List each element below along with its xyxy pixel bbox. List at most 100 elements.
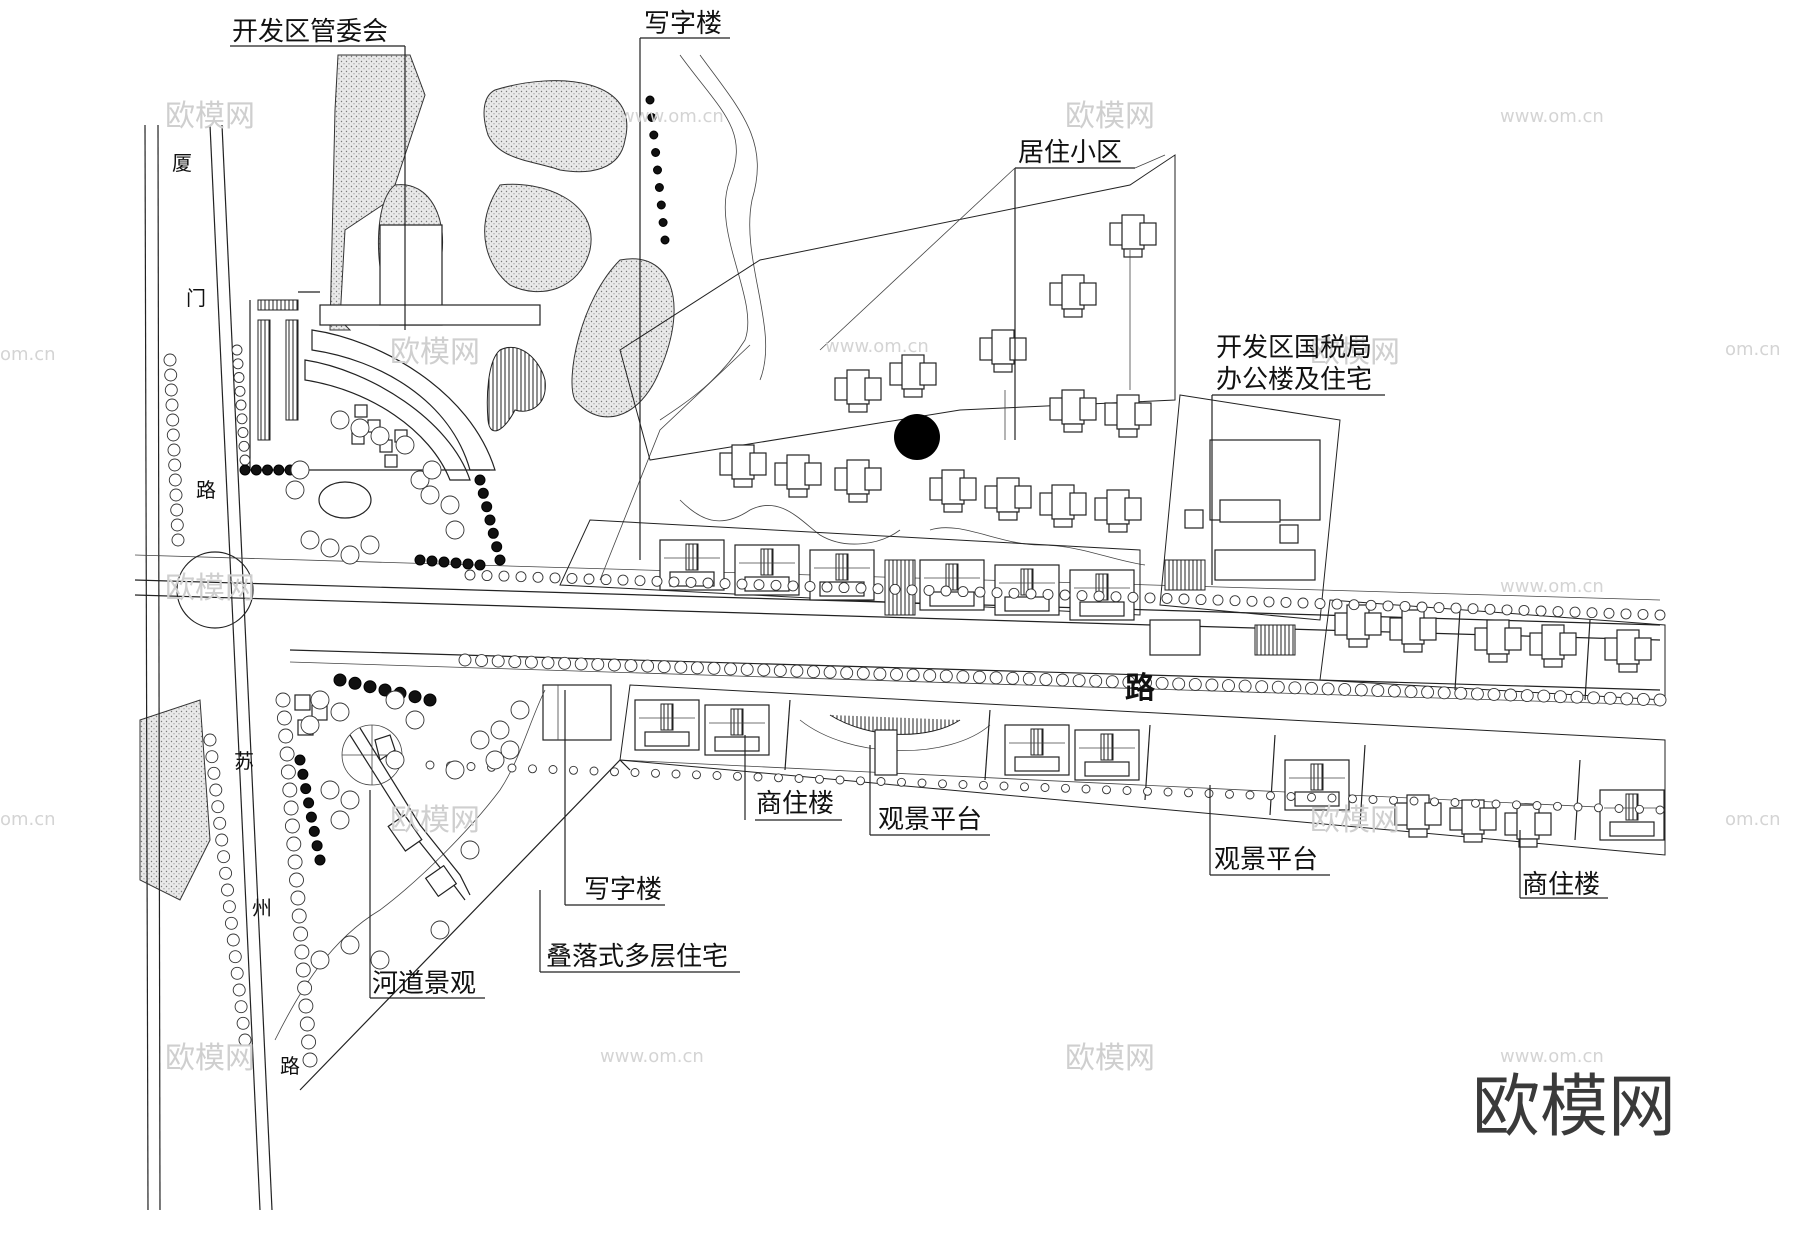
tree-symbol	[209, 783, 223, 797]
tree-symbol	[222, 900, 236, 914]
tree-symbol	[1314, 598, 1326, 610]
tree-symbol	[279, 746, 295, 762]
tree-symbol	[1184, 788, 1193, 798]
tree-symbol	[549, 572, 561, 584]
tree-symbol	[385, 750, 405, 770]
tree-symbol	[1382, 600, 1394, 612]
tree-symbol	[385, 690, 405, 710]
tree-symbol	[1127, 591, 1139, 603]
tree-symbol	[285, 480, 305, 500]
tree-symbol	[484, 514, 496, 526]
tree-symbol	[702, 577, 714, 589]
tree-symbol	[284, 818, 300, 834]
river-landscape	[274, 689, 546, 1041]
tree-symbol	[1603, 607, 1615, 619]
watermarks: 欧模网 www.om.cn 欧模网 www.om.cn om.cn 欧模网 ww…	[0, 99, 1781, 1147]
tree-symbol	[440, 495, 460, 515]
tree-symbol	[283, 800, 299, 816]
tree-symbol	[207, 766, 221, 780]
tree-symbol	[1025, 588, 1037, 600]
tree-symbol	[1139, 676, 1152, 690]
tree-symbol	[671, 769, 681, 779]
tree-symbol	[430, 920, 450, 940]
tree-symbol	[340, 545, 360, 565]
watermark-url: www.om.cn	[1500, 106, 1604, 127]
tree-symbol	[340, 935, 360, 955]
tree-symbol	[1467, 603, 1479, 615]
tree-symbol	[528, 764, 537, 774]
tree-symbol	[774, 773, 783, 783]
tree-symbol	[651, 575, 663, 587]
tree-symbol	[653, 165, 662, 175]
tree-symbol	[939, 669, 953, 683]
tree-symbol	[1437, 686, 1451, 700]
tree-symbol	[286, 836, 302, 852]
tree-symbol	[1365, 599, 1377, 611]
tree-symbol	[821, 581, 833, 593]
tree-symbol	[498, 570, 510, 582]
tree-symbol	[770, 579, 782, 591]
tree-symbol	[1271, 680, 1285, 694]
tree-symbol	[1603, 691, 1617, 705]
tree-symbol	[690, 661, 704, 675]
tree-symbol	[311, 840, 323, 852]
tree-symbol	[973, 670, 986, 684]
tree-symbol	[1404, 685, 1418, 699]
tree-symbol	[462, 558, 474, 570]
label-viewing-platform-1: 观景平台	[878, 805, 982, 835]
tree-symbol	[290, 460, 310, 480]
tree-symbol	[1348, 599, 1360, 611]
tree-symbol	[500, 740, 520, 760]
tree-symbol	[1470, 687, 1484, 701]
tree-symbol	[1059, 589, 1071, 601]
tree-symbol	[1454, 686, 1468, 700]
tree-symbol	[712, 771, 722, 780]
tree-symbol	[1212, 594, 1224, 606]
tree-symbol	[233, 372, 245, 383]
tree-symbol	[1172, 677, 1186, 691]
tree-symbol	[548, 765, 558, 774]
tree-symbol	[239, 454, 251, 466]
tree-symbol	[1637, 608, 1649, 620]
tree-symbol	[1491, 799, 1501, 809]
main-road-label: 路	[1125, 671, 1156, 706]
watermark-url: www.om.cn	[825, 336, 929, 357]
tree-symbol	[1020, 782, 1029, 792]
tree-symbol	[474, 474, 486, 486]
tree-symbol	[566, 572, 578, 584]
tree-symbol	[790, 664, 804, 678]
tree-symbol	[330, 702, 350, 722]
tree-symbol	[320, 780, 340, 800]
tree-symbol	[1266, 791, 1275, 801]
tree-rows	[163, 95, 1667, 1068]
tree-symbol	[923, 584, 935, 596]
tree-symbol	[310, 690, 330, 710]
watermark-logo: 欧模网	[1065, 1041, 1155, 1076]
tree-symbol	[658, 218, 668, 227]
tree-symbol	[707, 661, 721, 675]
tree-symbol	[1229, 595, 1241, 607]
tree-symbol	[1450, 798, 1460, 807]
tree-symbol	[917, 778, 927, 788]
tree-symbol	[647, 113, 657, 122]
tree-symbol	[1089, 674, 1103, 688]
tree-symbol	[166, 413, 180, 427]
tree-symbol	[807, 665, 820, 679]
tree-symbol	[1421, 685, 1435, 699]
tree-symbol	[205, 750, 219, 764]
tree-symbol	[236, 1016, 250, 1030]
tree-symbol	[1056, 673, 1069, 687]
tree-symbol	[835, 775, 845, 785]
tree-symbol	[1280, 596, 1292, 608]
label-tax-bureau-line2: 办公楼及住宅	[1216, 365, 1372, 395]
tree-symbol	[1102, 785, 1111, 795]
tree-symbol	[302, 1052, 318, 1068]
tree-symbol	[340, 790, 360, 810]
tree-symbol	[583, 573, 595, 585]
tree-symbol	[481, 501, 493, 513]
tree-symbol	[314, 854, 326, 866]
label-commercial-residential-1: 商住楼	[756, 789, 834, 819]
watermark-url: www.om.cn	[600, 1046, 704, 1067]
tree-symbol	[405, 710, 425, 730]
tree-symbol	[1307, 792, 1316, 802]
